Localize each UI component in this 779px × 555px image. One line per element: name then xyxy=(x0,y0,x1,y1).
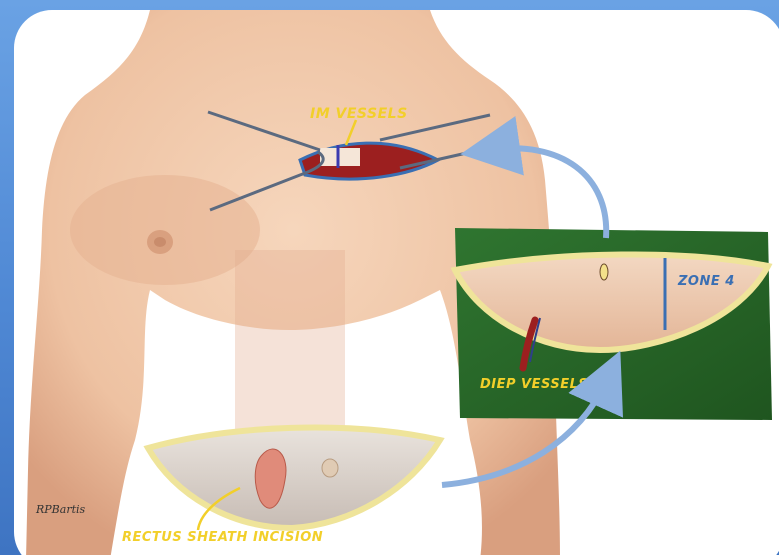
im-vessels-label: IM VESSELS xyxy=(310,106,408,122)
abdomen-shading xyxy=(235,250,345,450)
rectus-sheath-label: RECTUS SHEATH INCISION xyxy=(122,530,323,545)
zone-4-label: ZONE 4 xyxy=(677,274,735,289)
breast-shadow xyxy=(70,175,260,285)
artist-signature: RPBartis xyxy=(35,503,86,516)
flap-inset: ZONE 4 DIEP VESSELS xyxy=(455,228,772,420)
diep-vessels-label: DIEP VESSELS xyxy=(480,377,588,392)
flap-umbilicus xyxy=(600,264,608,280)
nipple-center xyxy=(154,237,166,247)
lower-umbilicus xyxy=(322,459,338,477)
im-exposure xyxy=(320,148,360,166)
